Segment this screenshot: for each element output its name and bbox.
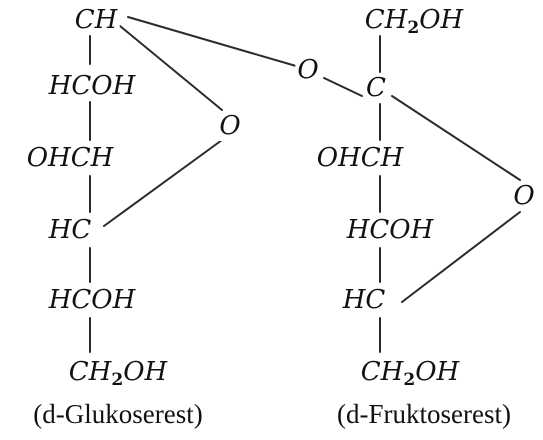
bond-g1-ring-o (119, 25, 223, 111)
fructose-c2: C (364, 73, 388, 103)
bond-f2-ring-o (391, 95, 521, 181)
fructose-c1-main: CH (364, 5, 408, 35)
glucose-c6-main: CH (68, 357, 112, 387)
glucose-c2: HCOH (46, 71, 138, 101)
bond-bridge-o-f2 (323, 77, 363, 97)
glucose-ring-oxygen: O (217, 111, 243, 141)
bond-ring-o-f5 (401, 211, 521, 303)
fructose-c6-sub: 2 (403, 370, 416, 390)
fructose-c4: HCOH (344, 215, 436, 245)
fructose-c3: OHCH (314, 143, 406, 173)
fructose-c5: HC (340, 285, 388, 315)
glucose-caption: (d-Glukoserest) (33, 399, 203, 429)
glucose-c4: HC (46, 215, 94, 245)
glucose-c5: HCOH (46, 285, 138, 315)
fructose-c1-sub: 2 (407, 18, 420, 38)
fructose-ring-oxygen: O (511, 181, 537, 211)
fructose-c1: CH2OH (362, 5, 466, 38)
fructose-c6: CH2OH (358, 357, 462, 390)
bond-g1-bridge-o (127, 16, 297, 67)
bridge-oxygen: O (295, 55, 321, 85)
glucose-c6-tail: OH (123, 357, 168, 387)
glucose-c6: CH2OH (66, 357, 170, 390)
fructose-c1-tail: OH (419, 5, 464, 35)
fructose-c6-tail: OH (415, 357, 460, 387)
fructose-c6-main: CH (360, 357, 404, 387)
glucose-c3: OHCH (24, 143, 116, 173)
glucose-c1: CH (72, 5, 120, 35)
bond-ring-o-g4 (103, 139, 223, 227)
fructose-caption: (d-Fruktoserest) (337, 399, 511, 429)
glucose-c6-sub: 2 (111, 370, 124, 390)
